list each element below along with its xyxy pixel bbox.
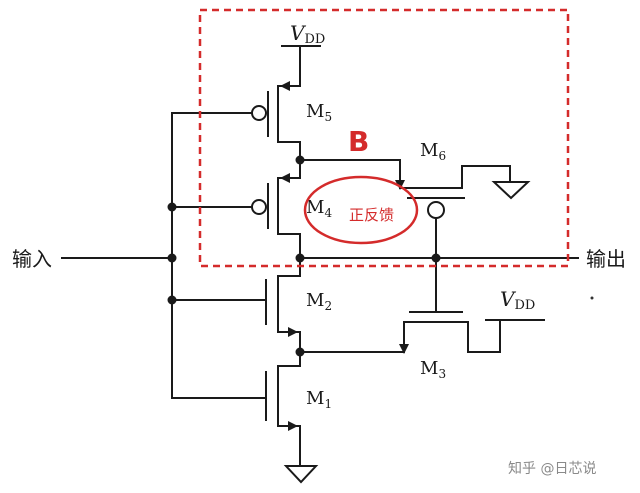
- m3-label: M3: [420, 358, 446, 381]
- vdd-top-label: VDD: [290, 21, 325, 47]
- output-label: 输出: [586, 247, 626, 271]
- m5-label: M5: [306, 101, 332, 124]
- m2-label: M2: [306, 290, 332, 313]
- m5-gate-bubble: [251, 105, 267, 121]
- junction-dots: [167, 155, 441, 357]
- feedback-highlight-ellipse: [303, 175, 419, 245]
- input-label: 输入: [12, 247, 52, 271]
- region-b-dashed-box: [198, 8, 570, 268]
- m6-gate-bubble: [427, 201, 445, 219]
- m1-label: M1: [306, 388, 332, 411]
- stray-dot: [590, 296, 594, 300]
- watermark: 知乎 @日芯说: [508, 460, 596, 477]
- region-b-label: B: [348, 125, 369, 158]
- circuit-wiring: [61, 45, 579, 484]
- vdd-right-label: VDD: [500, 287, 535, 313]
- m6-label: M6: [420, 140, 446, 163]
- positive-feedback-label: 正反馈: [349, 206, 394, 224]
- pmos-gate-bubbles: [251, 105, 445, 219]
- m4-label: M4: [306, 197, 332, 220]
- m4-gate-bubble: [251, 199, 267, 215]
